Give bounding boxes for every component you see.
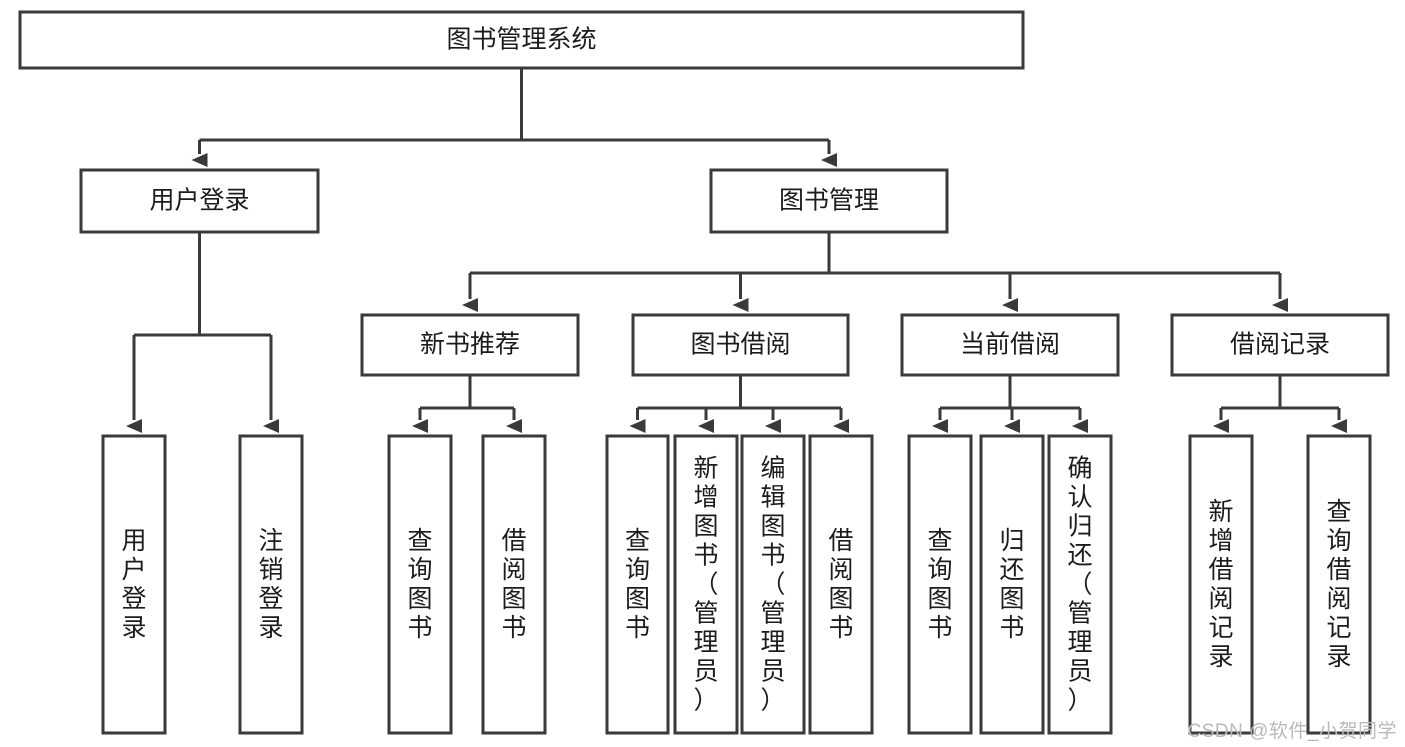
node-leaf-7[interactable]: 借阅图书 xyxy=(808,434,874,735)
node-label: 查询借阅记录 xyxy=(1326,498,1351,671)
node-label: 图书管理 xyxy=(779,187,879,215)
node-root-0[interactable]: 图书管理系统 xyxy=(18,10,1025,70)
node-label: 查询图书 xyxy=(407,527,432,642)
node-label: 用户登录 xyxy=(121,527,146,642)
node-label: 用户登录 xyxy=(149,187,249,215)
node-box[interactable] xyxy=(907,434,973,735)
node-label: 当前借阅 xyxy=(960,331,1060,359)
connector-layer xyxy=(126,68,1347,433)
node-box[interactable] xyxy=(101,434,167,735)
node-leaf-4[interactable]: 查询图书 xyxy=(605,434,670,735)
node-level2-1[interactable]: 图书管理 xyxy=(709,168,949,234)
node-label: 查询图书 xyxy=(625,527,650,642)
node-label: 图书借阅 xyxy=(690,331,790,359)
node-leaf-6[interactable]: 编辑图书（管理员） xyxy=(740,434,806,735)
node-leaf-3[interactable]: 借阅图书 xyxy=(481,434,547,735)
node-box[interactable] xyxy=(481,434,547,735)
watermark-text: CSDN @软件_小贺同学 xyxy=(1187,721,1397,742)
node-box[interactable] xyxy=(18,10,1025,70)
node-label: 查询图书 xyxy=(927,527,952,642)
node-label: 借阅图书 xyxy=(501,527,526,642)
node-label: 注销登录 xyxy=(258,527,283,642)
node-leaf-8[interactable]: 查询图书 xyxy=(907,434,973,735)
node-box[interactable] xyxy=(709,168,949,234)
node-box[interactable] xyxy=(979,434,1045,735)
node-label: 新书推荐 xyxy=(420,331,520,359)
node-label: 借阅图书 xyxy=(828,527,853,642)
node-level2-0[interactable]: 用户登录 xyxy=(79,168,320,234)
node-box[interactable] xyxy=(673,434,739,735)
node-level3-3[interactable]: 借阅记录 xyxy=(1170,313,1390,377)
node-label: 新增借阅记录 xyxy=(1208,498,1233,671)
node-leaf-2[interactable]: 查询图书 xyxy=(387,434,453,735)
node-box[interactable] xyxy=(79,168,320,234)
node-box[interactable] xyxy=(808,434,874,735)
node-box[interactable] xyxy=(740,434,806,735)
node-leaf-5[interactable]: 新增图书（管理员） xyxy=(673,434,739,735)
node-level3-1[interactable]: 图书借阅 xyxy=(631,313,850,377)
node-leaf-10[interactable]: 确认归还（管理员） xyxy=(1047,434,1113,735)
node-box[interactable] xyxy=(1047,434,1113,735)
node-leaf-12[interactable]: 查询借阅记录 xyxy=(1306,434,1372,735)
node-label: 新增图书（管理员） xyxy=(693,454,718,714)
node-label: 借阅记录 xyxy=(1230,331,1330,359)
node-leaf-9[interactable]: 归还图书 xyxy=(979,434,1045,735)
node-label: 确认归还（管理员） xyxy=(1067,454,1092,714)
box-layer: 图书管理系统用户登录图书管理新书推荐图书借阅当前借阅借阅记录用户登录注销登录查询… xyxy=(18,10,1390,735)
node-label: 归还图书 xyxy=(999,527,1024,642)
node-box[interactable] xyxy=(1188,434,1254,735)
node-label: 编辑图书（管理员） xyxy=(760,454,785,714)
node-box[interactable] xyxy=(631,313,850,377)
node-box[interactable] xyxy=(605,434,670,735)
node-level3-0[interactable]: 新书推荐 xyxy=(360,313,580,377)
node-box[interactable] xyxy=(238,434,304,735)
node-box[interactable] xyxy=(1306,434,1372,735)
node-leaf-11[interactable]: 新增借阅记录 xyxy=(1188,434,1254,735)
node-leaf-1[interactable]: 注销登录 xyxy=(238,434,304,735)
node-box[interactable] xyxy=(900,313,1120,377)
node-level3-2[interactable]: 当前借阅 xyxy=(900,313,1120,377)
node-leaf-0[interactable]: 用户登录 xyxy=(101,434,167,735)
node-box[interactable] xyxy=(1170,313,1390,377)
node-box[interactable] xyxy=(360,313,580,377)
node-box[interactable] xyxy=(387,434,453,735)
node-label: 图书管理系统 xyxy=(446,26,596,54)
